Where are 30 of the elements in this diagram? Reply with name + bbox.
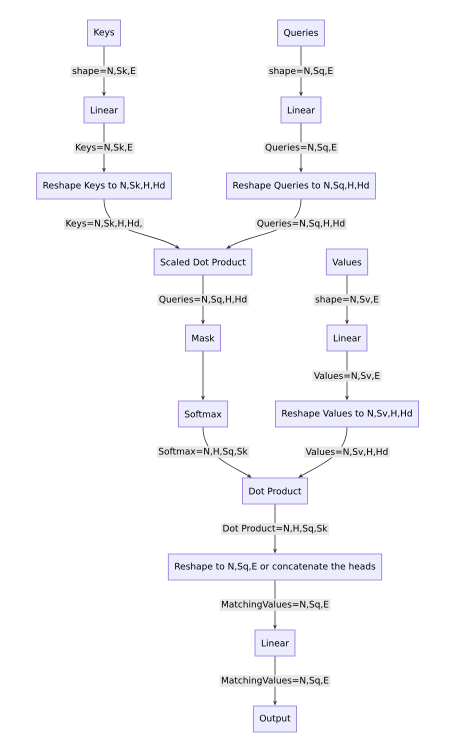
edge-label: Queries=N,Sq,H,Hd <box>157 294 249 306</box>
edge-label: Queries=N,Sq,H,Hd <box>255 218 347 230</box>
process-box: Keys <box>87 20 121 46</box>
process-box: Values <box>326 248 368 276</box>
edge-label: shape=N,Sq,E <box>267 66 335 78</box>
edge-label: shape=N,Sv,E <box>314 294 380 306</box>
edge-label: Softmax=N,H,Sq,Sk <box>156 446 250 458</box>
process-box: Linear <box>326 324 368 352</box>
process-box: Softmax <box>178 400 228 428</box>
process-box: Reshape Values to N,Sv,H,Hd <box>275 400 419 428</box>
edge-label: Values=N,Sv,E <box>312 370 382 382</box>
edge-label: Values=N,Sv,H,Hd <box>304 446 390 458</box>
process-box: Reshape Keys to N,Sk,H,Hd <box>36 172 172 200</box>
process-box: Reshape to N,Sq,E or concatenate the heads <box>168 554 382 580</box>
edge-label: Keys=N,Sk,H,Hd, <box>64 218 144 230</box>
process-box: Linear <box>84 96 124 124</box>
process-box: Linear <box>280 96 322 124</box>
process-box: Mask <box>185 324 221 352</box>
process-box: Dot Product <box>242 478 308 504</box>
process-box: Reshape Queries to N,Sq,H,Hd <box>226 172 376 200</box>
edge-label: MatchingValues=N,Sq,E <box>220 675 330 687</box>
edge-label: Queries=N,Sq,E <box>264 142 338 154</box>
process-box: Linear <box>254 630 296 656</box>
edge-label: MatchingValues=N,Sq,E <box>220 599 330 611</box>
edge-label: Keys=N,Sk,E <box>74 142 134 154</box>
process-box: Output <box>252 706 298 732</box>
process-box: Scaled Dot Product <box>154 248 252 276</box>
edge-label: Dot Product=N,H,Sq,Sk <box>221 523 329 535</box>
edge-label: shape=N,Sk,E <box>70 66 138 78</box>
process-box: Queries <box>277 20 325 46</box>
